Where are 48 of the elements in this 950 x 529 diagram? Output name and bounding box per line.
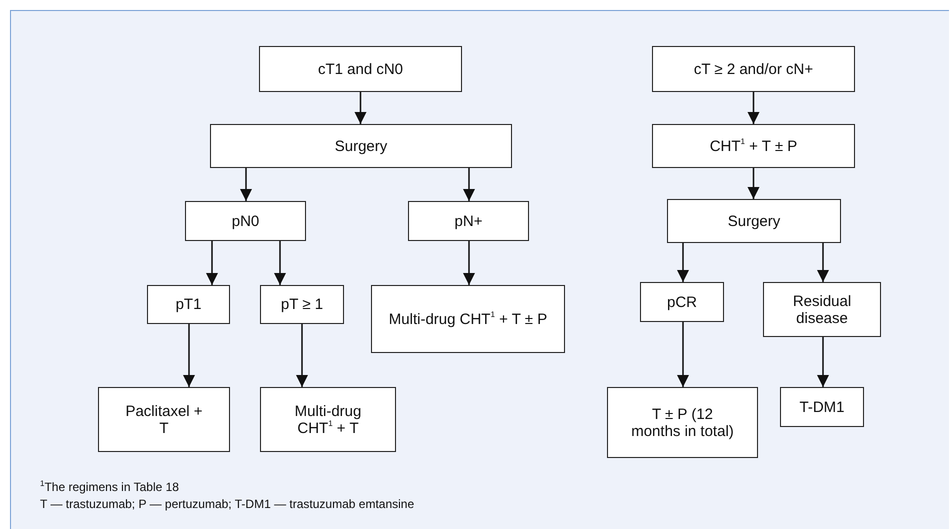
- box-text: Residual disease: [792, 292, 852, 326]
- process-box: [259, 46, 462, 92]
- arrow: [274, 241, 286, 285]
- process-box: [780, 387, 864, 427]
- box-text: Multi-drug CHT$^{1}$ + T: [294, 402, 362, 436]
- box-text: cT1 and cN0: [318, 60, 404, 78]
- process-box: [260, 285, 344, 324]
- arrow: [463, 168, 475, 201]
- box-text: Surgery: [728, 212, 780, 230]
- arrow: [296, 324, 308, 387]
- box-text: pN0: [232, 212, 260, 230]
- process-box: [408, 201, 529, 241]
- footnote: T — trastuzumab; P — pertuzumab; T-DM1 — trastuzumab emtansine: [40, 497, 414, 511]
- process-box: [371, 285, 565, 353]
- footnote: $^{1}$The regimens in Table 18: [40, 480, 179, 494]
- process-box: [210, 124, 512, 168]
- process-box: [652, 46, 855, 92]
- box-text: T ± P (12 months in total): [630, 406, 735, 440]
- process-box: [147, 285, 230, 324]
- box-text: T-DM1: [800, 398, 844, 416]
- arrow: [817, 337, 829, 387]
- process-box: [607, 387, 758, 458]
- box-text: pN+: [454, 212, 482, 230]
- arrow: [463, 241, 475, 285]
- arrow: [677, 243, 689, 282]
- box-text: CHT$^{1}$ + T ± P: [710, 138, 798, 154]
- box-text: pT ≥ 1: [280, 296, 324, 313]
- process-box: [667, 199, 841, 243]
- arrow: [354, 92, 366, 124]
- process-box: [652, 124, 855, 168]
- process-box: [763, 282, 881, 337]
- box-text: Paclitaxel + T: [124, 402, 204, 436]
- process-box: [640, 282, 724, 322]
- process-box: [98, 387, 230, 452]
- arrow: [677, 322, 689, 387]
- arrow: [240, 168, 252, 201]
- process-box: [185, 201, 306, 241]
- arrow: [206, 241, 218, 285]
- box-text: pT1: [176, 296, 202, 313]
- arrow: [183, 324, 195, 387]
- arrow: [817, 243, 829, 282]
- arrow: [748, 92, 760, 124]
- process-box: [260, 387, 396, 452]
- box-text: Multi-drug CHT$^{1}$ + T ± P: [388, 310, 548, 328]
- arrow: [748, 168, 760, 199]
- box-text: cT ≥ 2 and/or cN+: [694, 60, 814, 78]
- box-text: Surgery: [334, 138, 388, 154]
- box-text: pCR: [666, 294, 697, 310]
